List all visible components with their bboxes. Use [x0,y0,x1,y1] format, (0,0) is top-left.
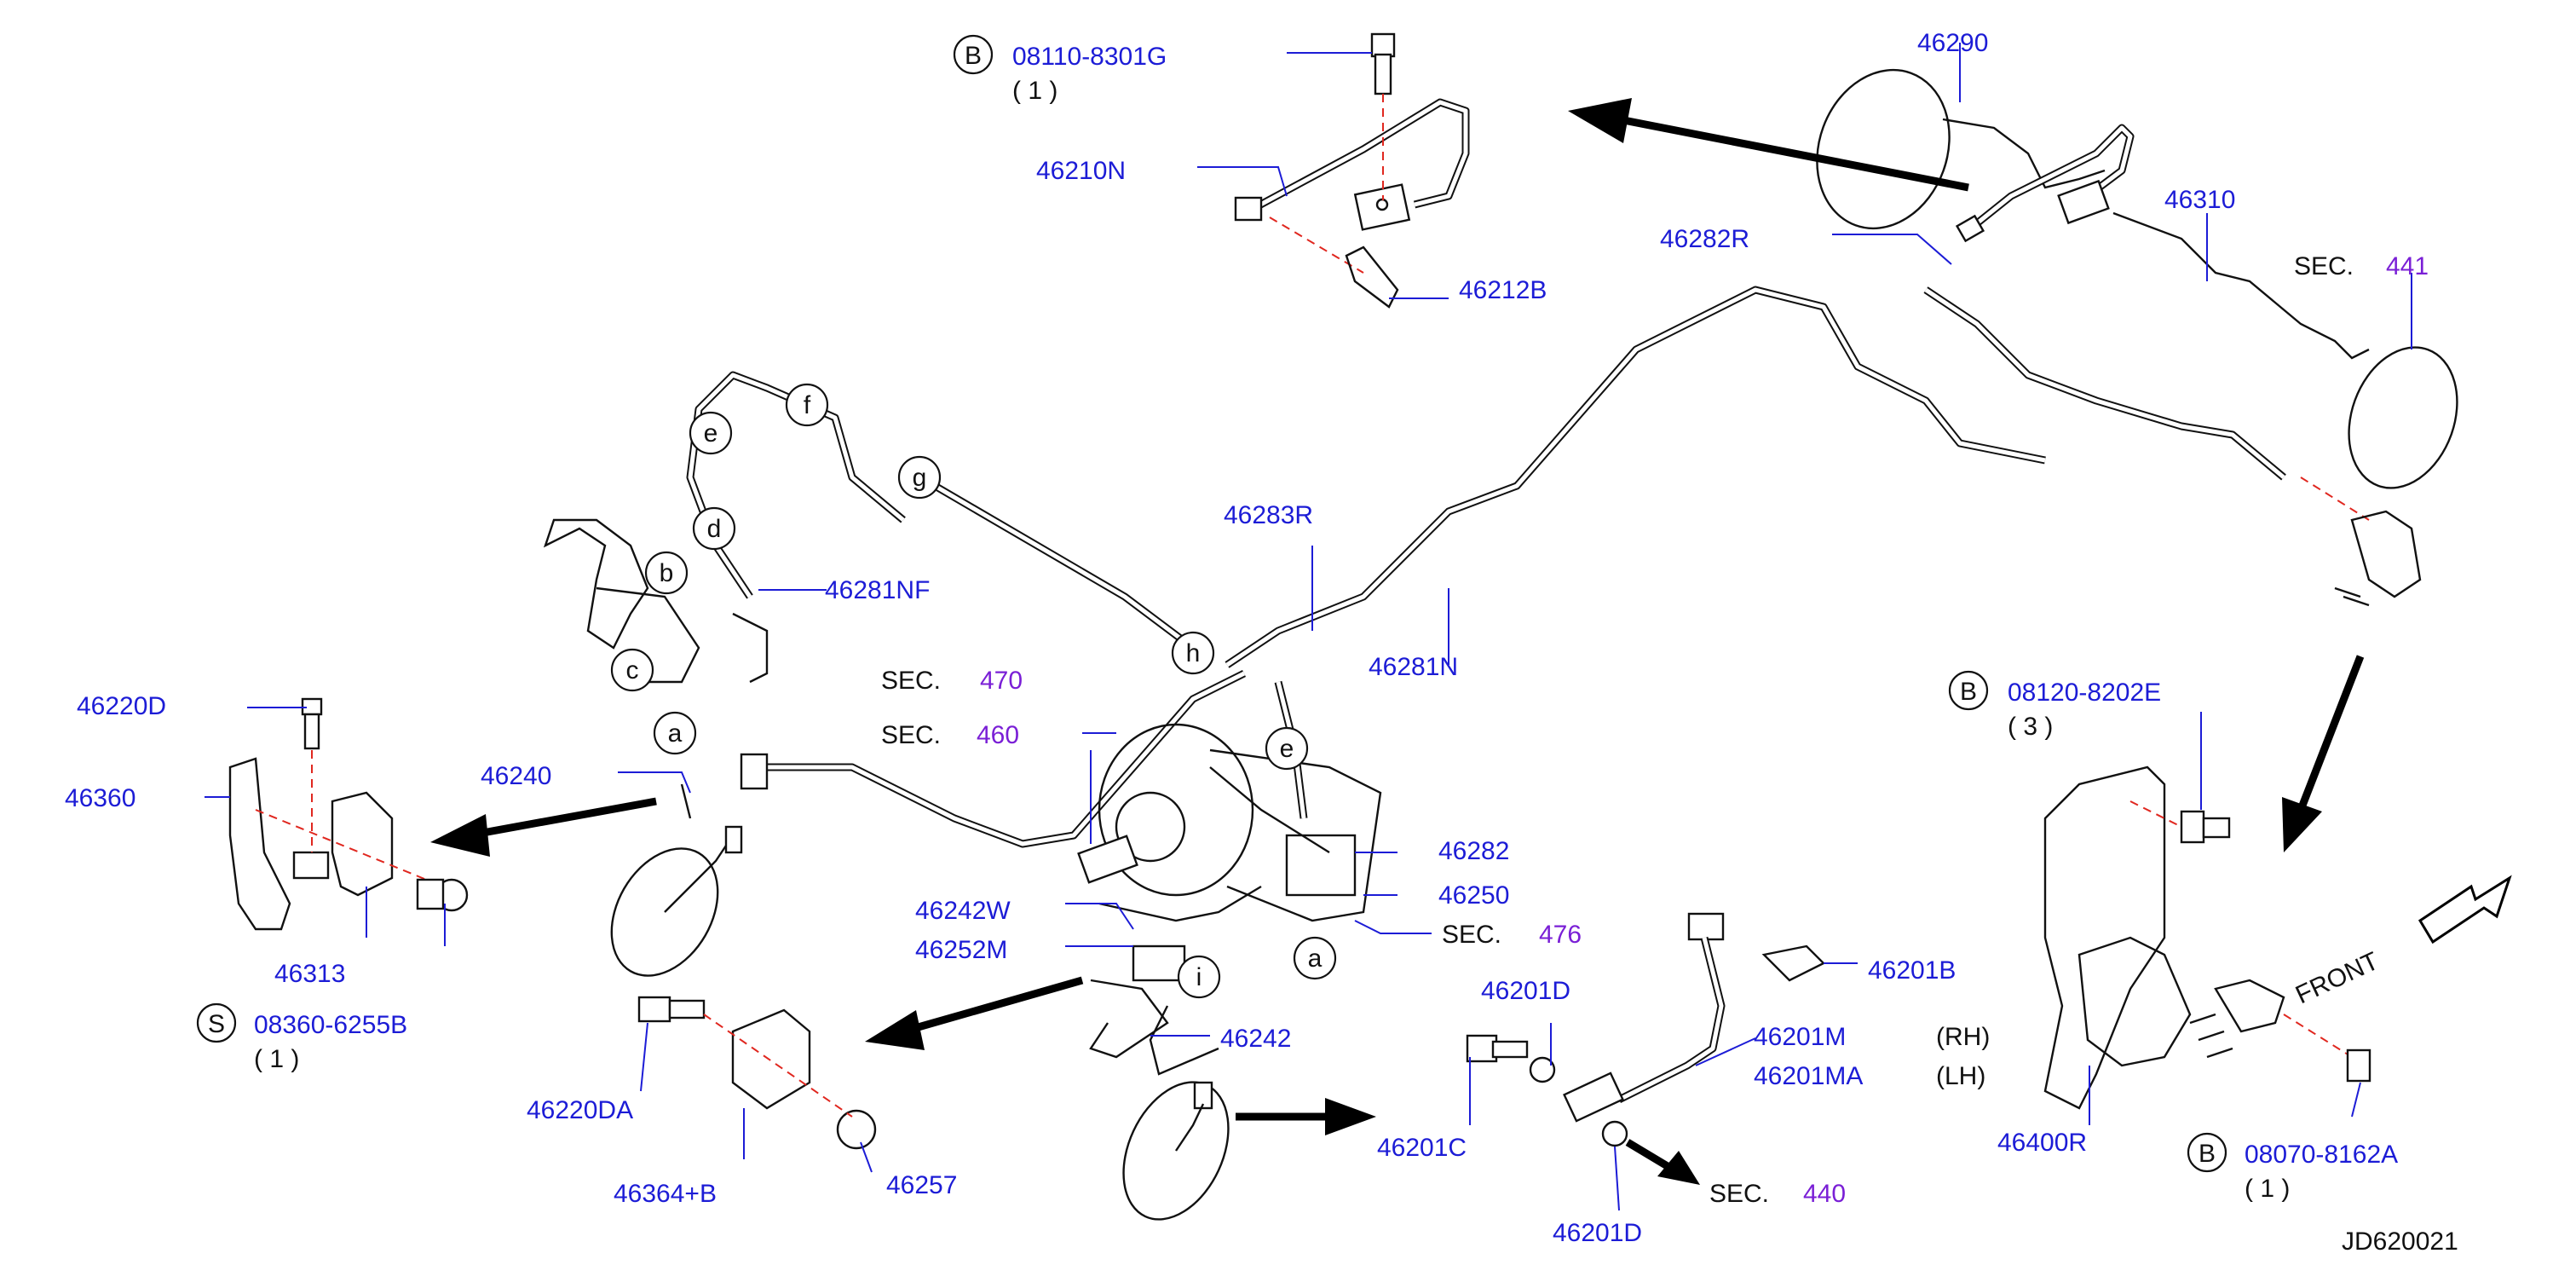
left-brake-assembly [543,518,769,977]
label-46220d: 46220D [77,692,166,720]
sec-476-number: 476 [1539,921,1582,949]
sec-441-prefix: SEC. [2294,252,2354,280]
fastener-code-08070: 08070-8162A [2245,1141,2398,1169]
label-front: FRONT [2291,947,2383,1010]
label-46281nf: 46281NF [825,576,930,604]
sec-470-number: 470 [980,667,1023,695]
label-46282r: 46282R [1660,225,1749,253]
hose-46290 [1816,68,2458,607]
label-46242w: 46242W [915,897,1011,925]
sec-460-number: 460 [977,721,1019,749]
sec-476-prefix: SEC. [1442,921,1501,949]
fastener-qty-08110: ( 1 ) [1012,77,1057,105]
label-46250: 46250 [1438,881,1509,910]
label-46242: 46242 [1220,1025,1291,1053]
letter-i: i [1196,963,1202,991]
letter-a-left: a [668,719,683,748]
direction-arrows [430,98,2512,1185]
letter-c: c [626,656,639,684]
leader-lines [205,43,2412,1211]
label-rh: (RH) [1936,1023,1990,1051]
diagram-id: JD620021 [2342,1227,2458,1256]
sec-460-prefix: SEC. [881,721,941,749]
letter-a-center: a [1308,944,1323,973]
sec-470-prefix: SEC. [881,667,941,695]
label-46201d-top: 46201D [1481,977,1570,1005]
label-46400r: 46400R [1997,1129,2087,1157]
fastener-callouts: B 08110-8301G ( 1 ) B 08120-8202E ( 3 ) … [196,34,2398,1203]
fastener-code-08110: 08110-8301G [1012,43,1167,71]
fastener-qty-08120: ( 3 ) [2008,713,2053,741]
letter-b: b [660,559,674,587]
letter-e-center: e [1280,735,1294,763]
label-46360: 46360 [65,784,135,812]
bracket-46360 [228,697,469,931]
label-46252m: 46252M [915,936,1007,964]
label-46257: 46257 [886,1171,957,1199]
label-46212b: 46212B [1459,276,1547,304]
connection-letters: e f g d b c a h e a i [610,383,1337,999]
letter-g: g [913,464,927,492]
label-46290: 46290 [1917,29,1988,57]
fastener-qty-08360: ( 1 ) [254,1045,299,1073]
label-46364b: 46364+B [614,1180,717,1208]
fastener-qty-08070: ( 1 ) [2245,1175,2290,1203]
sec-440-prefix: SEC. [1709,1180,1769,1208]
block-46364b [637,996,877,1150]
label-46282: 46282 [1438,837,1509,865]
label-46201c: 46201C [1377,1134,1467,1162]
label-lh: (LH) [1936,1062,1985,1090]
fastener-code-08120: 08120-8202E [2008,679,2161,707]
letter-h: h [1186,639,1201,667]
fastener-symbol-08070: B [2199,1140,2216,1168]
fastener-symbol-08360: S [208,1010,225,1038]
fastener-symbol-08110: B [965,42,982,70]
caliper-46400r [2043,765,2371,1110]
label-46240: 46240 [481,762,551,790]
label-46210n: 46210N [1036,157,1126,185]
label-46201ma: 46201MA [1754,1062,1863,1090]
label-46201d-bottom: 46201D [1553,1219,1642,1247]
fastener-symbol-08120: B [1960,678,1977,706]
center-master-area [1077,723,1382,1221]
letter-e-top: e [704,419,718,448]
letter-d: d [707,515,722,543]
label-46310: 46310 [2164,186,2235,214]
label-46283r: 46283R [1224,501,1313,529]
label-46313: 46313 [274,960,345,988]
label-46281n: 46281N [1369,653,1458,681]
part-number-labels: 46290 46310 46282R 46210N 46212B 46283R … [65,29,2458,1256]
sec-440-number: 440 [1803,1180,1846,1208]
sec-441-number: 441 [2386,252,2429,280]
fastener-code-08360: 08360-6255B [254,1011,407,1039]
tube-46210n [1234,32,1470,309]
section-references: SEC. 441 SEC. 470 SEC. 460 SEC. 476 SEC.… [881,252,2429,1208]
label-46201b: 46201B [1868,956,1956,985]
letter-f: f [804,391,811,419]
hose-46201m [1466,912,1826,1147]
label-46201m: 46201M [1754,1023,1846,1051]
label-46220da: 46220DA [527,1096,633,1124]
main-brake-tubes [686,286,2286,848]
